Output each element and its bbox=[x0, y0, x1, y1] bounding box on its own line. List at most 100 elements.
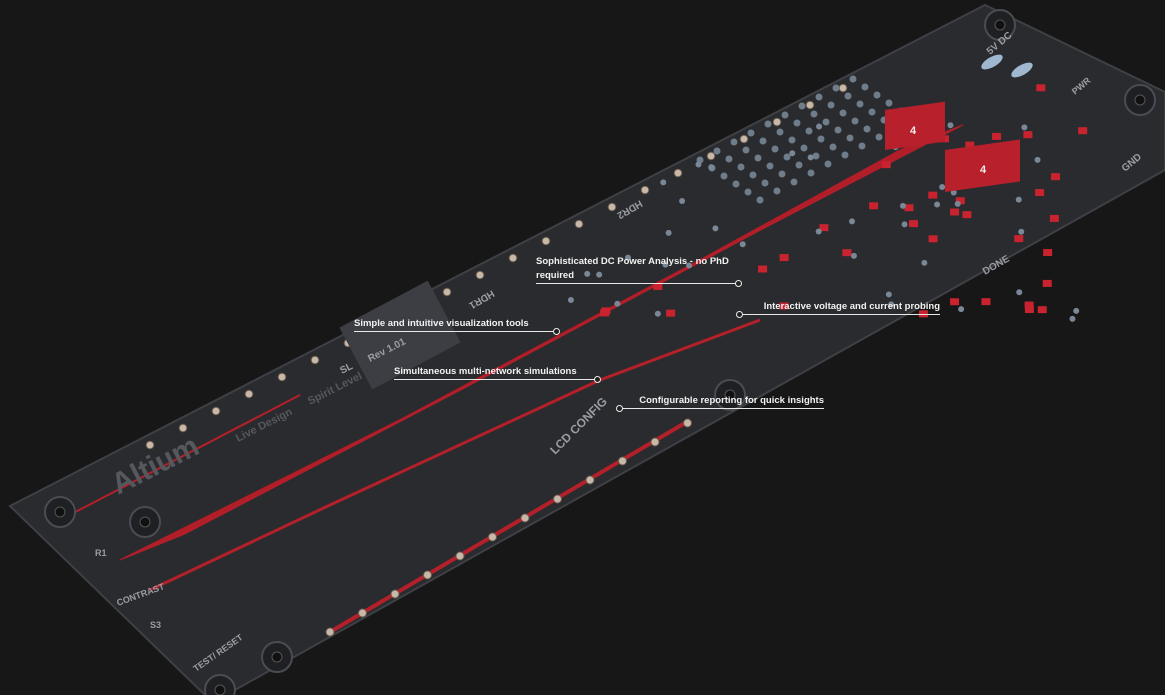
smd-pad bbox=[981, 298, 991, 306]
header-pin bbox=[793, 119, 801, 127]
via bbox=[712, 225, 719, 232]
header-pin bbox=[851, 117, 859, 125]
ic-chip bbox=[885, 101, 945, 150]
smd-pad bbox=[1037, 306, 1047, 314]
smd-pad bbox=[1024, 306, 1034, 314]
smd-pad bbox=[1014, 235, 1024, 243]
smd-pad bbox=[869, 202, 879, 210]
header-pin bbox=[812, 152, 820, 160]
pcb-trace bbox=[59, 394, 301, 521]
header-pin bbox=[747, 129, 755, 137]
via bbox=[475, 270, 485, 280]
smd-pad bbox=[1035, 189, 1045, 197]
via bbox=[1021, 124, 1028, 131]
ic-chip bbox=[945, 139, 1020, 192]
via bbox=[921, 259, 928, 266]
via bbox=[178, 423, 188, 433]
header-pin bbox=[742, 146, 750, 154]
header-pin bbox=[834, 126, 842, 134]
via bbox=[614, 300, 621, 307]
via bbox=[211, 406, 221, 416]
header-pin bbox=[713, 147, 721, 155]
callout-reporting[interactable]: Configurable reporting for quick insight… bbox=[616, 394, 824, 412]
mounting-hole-center bbox=[214, 684, 226, 695]
header-pin bbox=[849, 75, 857, 83]
header-pin bbox=[756, 196, 764, 204]
callout-marker[interactable] bbox=[736, 311, 743, 318]
header-pin bbox=[829, 143, 837, 151]
header-pin bbox=[725, 155, 733, 163]
via bbox=[739, 134, 749, 144]
callout-marker[interactable] bbox=[594, 376, 601, 383]
header-pin bbox=[720, 172, 728, 180]
smd-pad bbox=[1024, 301, 1034, 309]
smd-pad bbox=[819, 224, 829, 232]
smd-pad bbox=[1042, 279, 1052, 287]
via bbox=[838, 83, 848, 93]
via bbox=[683, 418, 692, 428]
header-pin bbox=[815, 93, 823, 101]
via bbox=[508, 253, 518, 263]
header-pin bbox=[885, 99, 893, 107]
pcb-trace bbox=[182, 124, 964, 536]
via bbox=[901, 221, 908, 228]
via bbox=[899, 202, 906, 209]
callout-marker[interactable] bbox=[616, 405, 623, 412]
via bbox=[850, 252, 857, 259]
via bbox=[706, 151, 716, 161]
callout-multi-network[interactable]: Simultaneous multi-network simulations bbox=[394, 365, 601, 383]
smd-pad bbox=[1049, 214, 1059, 222]
smd-pad bbox=[881, 161, 891, 169]
header-pin bbox=[761, 179, 769, 187]
via bbox=[686, 262, 693, 269]
callout-probing[interactable]: Interactive voltage and current probing bbox=[736, 300, 940, 318]
via bbox=[660, 179, 667, 186]
pcb-trace bbox=[149, 318, 761, 592]
callout-marker[interactable] bbox=[735, 280, 742, 287]
mounting-hole-center bbox=[139, 516, 151, 528]
via bbox=[541, 236, 551, 246]
header-pin bbox=[856, 100, 864, 108]
power-jack-pad bbox=[1011, 62, 1033, 78]
via bbox=[574, 219, 584, 229]
smd-pad bbox=[1050, 173, 1060, 181]
smd-pad bbox=[928, 235, 938, 243]
callout-marker[interactable] bbox=[553, 328, 560, 335]
mounting-hole-center bbox=[271, 651, 283, 663]
callout-text: Interactive voltage and current probing bbox=[763, 301, 940, 312]
smd-pad bbox=[950, 298, 960, 306]
via bbox=[708, 164, 715, 171]
chip-label: 4 bbox=[980, 164, 987, 176]
via bbox=[618, 456, 627, 466]
callout-visualization[interactable]: Simple and intuitive visualization tools bbox=[354, 317, 560, 335]
mounting-holes bbox=[44, 9, 1156, 695]
via bbox=[1015, 196, 1022, 203]
via bbox=[358, 608, 367, 618]
header-pin bbox=[744, 188, 752, 196]
callout-dc-power[interactable]: Sophisticated DC Power Analysis - no PhD… bbox=[536, 255, 742, 287]
header-pin bbox=[795, 161, 803, 169]
chip-label: 4 bbox=[910, 125, 917, 137]
smd-pad bbox=[1023, 131, 1033, 139]
header-pin bbox=[807, 169, 815, 177]
header-pin bbox=[824, 160, 832, 168]
via bbox=[772, 117, 782, 127]
smd-pad bbox=[962, 211, 972, 219]
smd-pad bbox=[918, 310, 928, 318]
header-pin bbox=[817, 135, 825, 143]
via bbox=[423, 570, 432, 580]
callout-text: Simple and intuitive visualization tools bbox=[354, 318, 529, 329]
smd-pad bbox=[779, 254, 789, 262]
header-pin bbox=[873, 91, 881, 99]
trace-layer bbox=[59, 84, 1088, 634]
header-pin bbox=[737, 163, 745, 171]
via bbox=[585, 475, 595, 485]
smd-pad bbox=[965, 141, 975, 149]
smd-pad bbox=[1036, 84, 1046, 92]
smd-pad bbox=[842, 249, 852, 257]
callout-text: Sophisticated DC Power Analysis - no PhD… bbox=[536, 256, 729, 281]
via bbox=[939, 184, 946, 191]
callout-line bbox=[620, 408, 824, 409]
smd-pad bbox=[601, 307, 611, 315]
